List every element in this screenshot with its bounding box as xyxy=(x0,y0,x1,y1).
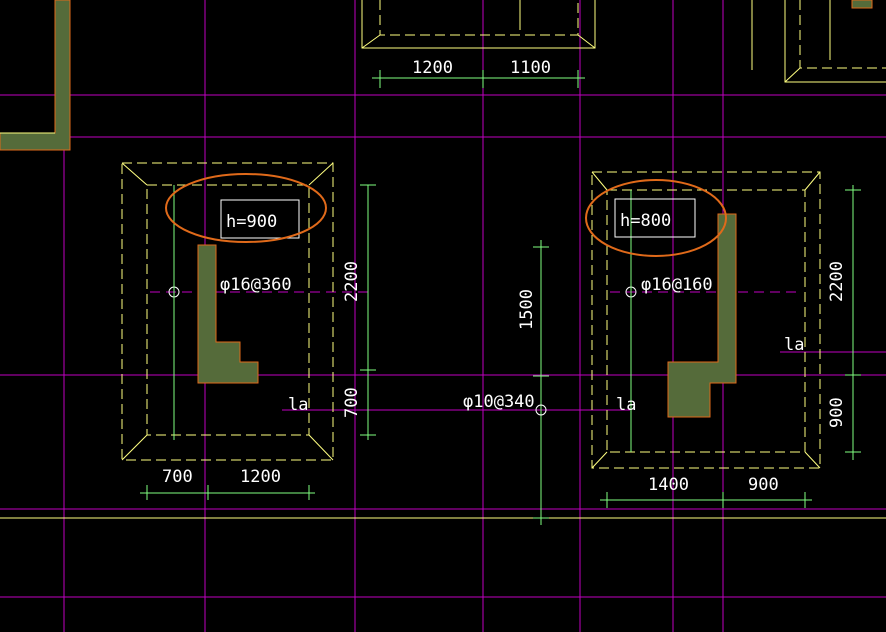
right-dim-900-vertical: 900 xyxy=(827,397,847,428)
left-height-label: h=900 xyxy=(226,212,277,232)
right-footing-corners xyxy=(591,171,821,469)
top-center-footing xyxy=(361,0,596,49)
top-right-footing xyxy=(751,0,886,83)
left-footing-corners xyxy=(121,162,334,461)
right-footing-outline xyxy=(591,171,821,469)
left-height-box xyxy=(220,199,300,239)
right-rebar-label: φ16@160 xyxy=(641,275,713,295)
right-vertical-dim xyxy=(630,185,861,460)
left-vertical-dim xyxy=(173,184,376,440)
left-footing-outline xyxy=(121,162,334,461)
right-horizontal-dim xyxy=(600,492,812,508)
center-dim-1500: 1500 xyxy=(517,289,537,330)
left-dim-700-vertical: 700 xyxy=(342,387,362,418)
right-dim-1400: 1400 xyxy=(648,475,689,495)
right-height-label: h=800 xyxy=(620,211,671,231)
right-highlight-ellipse xyxy=(585,179,727,257)
left-horizontal-dim xyxy=(140,485,315,500)
left-dim-2200: 2200 xyxy=(342,261,362,302)
left-wall-section xyxy=(197,244,259,384)
right-dim-900-horizontal: 900 xyxy=(748,475,779,495)
left-dim-1200: 1200 xyxy=(240,467,281,487)
right-height-box xyxy=(614,198,696,238)
center-column-marker xyxy=(535,404,547,416)
right-dim-2200: 2200 xyxy=(827,261,847,302)
right-edge-la-label: la xyxy=(784,335,804,355)
left-la-label: la xyxy=(288,395,308,415)
left-highlight-ellipse xyxy=(165,173,327,243)
top-dim-line xyxy=(372,70,585,88)
left-dim-700-horizontal: 700 xyxy=(162,467,193,487)
top-dim-1100: 1100 xyxy=(510,58,551,78)
top-left-walls xyxy=(0,0,71,151)
right-la-label: la xyxy=(616,395,636,415)
top-right-wall xyxy=(851,0,873,9)
top-dim-1200: 1200 xyxy=(412,58,453,78)
left-rebar-label: φ16@360 xyxy=(220,275,292,295)
right-wall-section xyxy=(667,213,737,418)
center-rebar-label: φ10@340 xyxy=(463,392,535,412)
center-vertical-dim xyxy=(533,240,549,525)
